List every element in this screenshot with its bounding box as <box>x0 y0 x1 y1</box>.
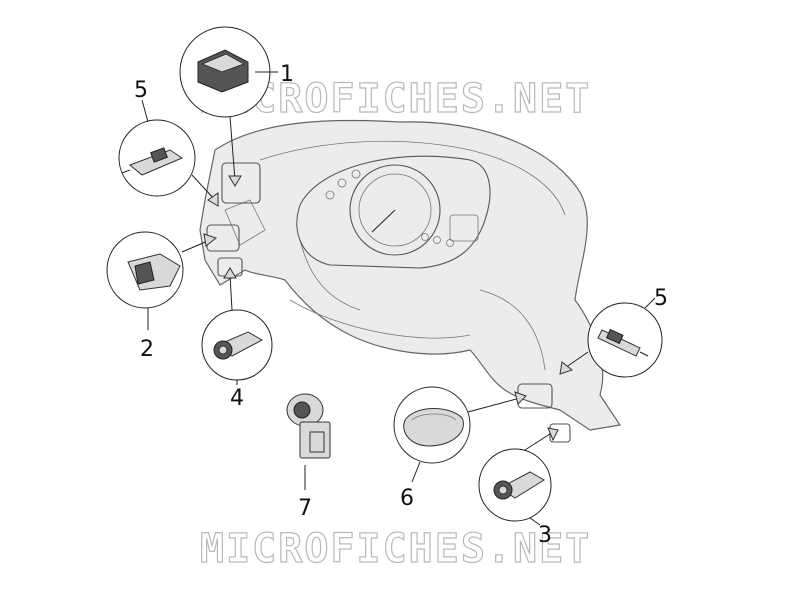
handlebar-fairing <box>199 119 622 431</box>
callout-5-left: 5 <box>134 78 148 103</box>
callout-4: 4 <box>230 386 244 411</box>
part-6-cover <box>393 386 527 483</box>
watermark-bottom: MICROFICHES.NET <box>200 526 591 572</box>
callout-1: 1 <box>280 62 294 87</box>
part-2-switch <box>106 231 218 330</box>
callout-5-right: 5 <box>654 286 668 311</box>
callout-2: 2 <box>140 337 154 362</box>
left-upper-switch-bay <box>221 162 261 204</box>
part-1-switch <box>179 26 278 187</box>
part-3-switch <box>478 427 559 526</box>
instrument-cluster <box>296 155 491 269</box>
part-4-switch <box>201 267 273 385</box>
callout-6: 6 <box>400 486 414 511</box>
part-5-left-connector <box>118 99 219 207</box>
part-5-right-connector <box>559 297 663 378</box>
part-7-ignition <box>286 393 331 490</box>
callout-7: 7 <box>298 496 312 521</box>
callout-3: 3 <box>538 523 552 548</box>
